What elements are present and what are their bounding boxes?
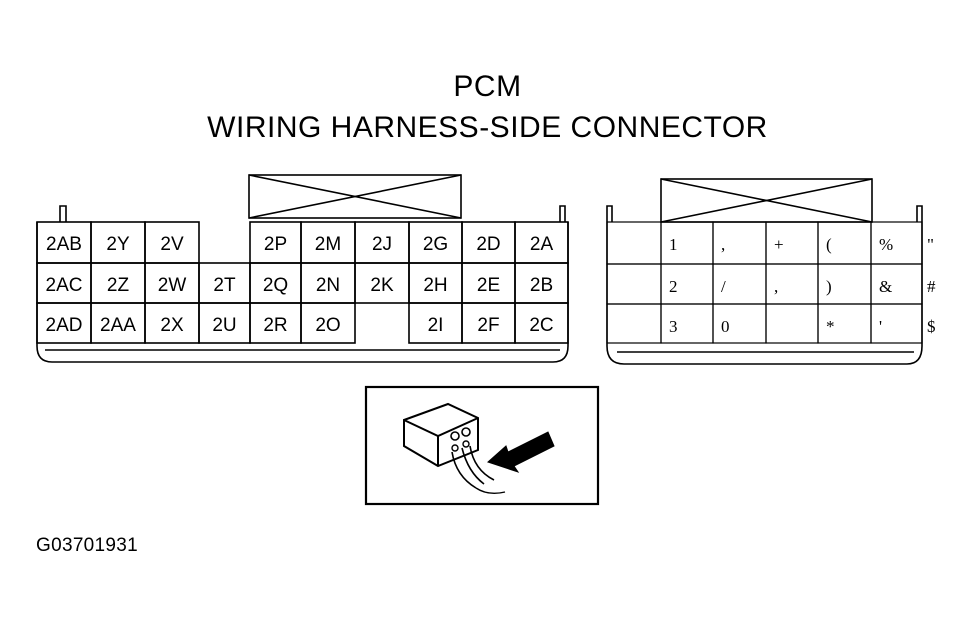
pin-label: 2K [370,275,394,296]
pin-label: 2U [212,315,236,336]
pin-label: 2W [158,275,187,296]
diagram-title: PCM [453,70,522,103]
left-connector-cells [36,221,569,344]
pin-label: 2T [213,275,236,296]
pin-label: 2X [160,315,184,336]
pin-label: 2D [476,234,500,255]
right-connector-cells [606,221,923,344]
pin-label: 0 [721,317,730,336]
empty-cavity [765,303,819,344]
pin-cavity [514,302,569,344]
pin-label: 2N [316,275,340,296]
pin-label: 2 [669,277,678,296]
pin-label: / [721,277,726,296]
pin-cavity [870,303,923,344]
diagram-subtitle: WIRING HARNESS-SIDE CONNECTOR [207,111,768,144]
pin-label: ' [879,317,882,336]
pin-label: 2Z [107,275,130,296]
left-connector-body [36,174,569,363]
empty-cavity [606,221,662,265]
empty-cavity [355,303,409,343]
pin-label: 2F [477,315,499,336]
pin-label: 2Q [263,275,288,296]
pin-label: 2J [372,234,392,255]
pin-label: 2P [264,234,287,255]
pin-label: ) [826,277,832,296]
pin-label: $ [927,317,936,336]
view-direction-inset [364,385,600,506]
pin-cavity [300,302,356,344]
pin-label: 2AC [46,275,83,296]
right-connector-labels: 1, + (% " 2 /,) & #3 0 * ' $ [669,235,936,336]
pin-label: 2AA [100,315,136,336]
pin-label: 2V [160,234,184,255]
pin-label: 2Y [106,234,130,255]
right-connector-body [606,178,923,365]
pin-label: 2O [315,315,340,336]
empty-cavity [606,263,662,305]
left-connector-labels: 2AB 2Y 2V 2P 2M 2J 2G 2D 2A 2AC 2Z 2W 2T 2Q 2N 2K 2H 2E 2B… [46,234,554,336]
pin-label: 2G [423,234,448,255]
pin-label: 2E [477,275,500,296]
empty-cavity [606,303,662,344]
pin-label: 2B [530,275,553,296]
pin-label: ( [826,235,832,254]
pin-label: , [721,235,725,254]
pin-label: " [927,235,934,254]
pin-label: 2R [263,315,287,336]
pin-label: 2M [315,234,341,255]
pin-label: 2A [530,234,554,255]
pin-label: 2AD [46,315,83,336]
pin-label: 2AB [46,234,82,255]
pin-label: 3 [669,317,678,336]
pin-label: * [826,317,835,336]
pin-label: , [774,277,778,296]
pin-label: 1 [669,235,678,254]
pin-label: 2I [428,315,444,336]
pin-label: + [774,235,784,254]
pin-label: 2H [423,275,447,296]
pin-label: # [927,277,936,296]
pin-label: 2C [529,315,553,336]
pin-label: & [879,277,892,296]
pin-label: % [879,235,893,254]
figure-id: G03701931 [36,535,139,556]
